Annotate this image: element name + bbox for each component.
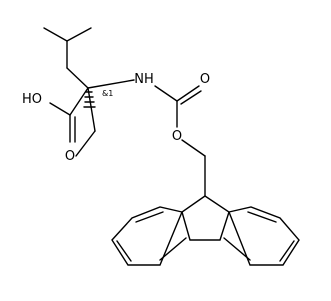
fluorenyl-group xyxy=(111,195,300,266)
bond-ethyl-methyl xyxy=(75,130,96,157)
ester-oxygen-label: O xyxy=(172,129,182,144)
fluorene-five-membered-ring xyxy=(181,195,230,241)
bond-ester-oxygen-ch2 xyxy=(181,139,206,157)
isobutyl-group xyxy=(43,27,92,89)
stereo-descriptor-label: &1 xyxy=(102,89,113,98)
amine-label: NH xyxy=(134,72,154,87)
carboxyl-oxygen-label: O xyxy=(65,149,75,164)
bond-carbamate-carbonyl xyxy=(176,85,200,102)
bond-ch2-alpha-carbon xyxy=(66,67,89,89)
carboxylic-acid-group xyxy=(49,87,89,143)
fluorene-right-benzene-ring xyxy=(228,206,300,266)
atom-labels: HO O NH O O &1 xyxy=(22,72,210,164)
stereo-hashed-wedge xyxy=(83,91,96,108)
bond-nitrogen-carbamate-carbon xyxy=(154,85,178,102)
hydroxyl-label: HO xyxy=(22,92,42,107)
bond-methyl-a xyxy=(43,27,68,42)
bond-alpha-nitrogen xyxy=(87,79,135,89)
bond-methyl-b xyxy=(66,27,92,42)
carbamate-oxygen-label: O xyxy=(200,72,210,87)
bond-carbonyl-hydroxyl xyxy=(49,102,71,116)
bond-carbamate-carbonyl-double xyxy=(180,90,202,105)
bond-alpha-carbonyl-carbon xyxy=(69,87,89,116)
ethyl-group xyxy=(75,87,96,157)
carbamate-group xyxy=(87,79,206,197)
fluorene-left-benzene-ring xyxy=(111,206,183,266)
bond-alpha-ch2 xyxy=(87,87,96,132)
